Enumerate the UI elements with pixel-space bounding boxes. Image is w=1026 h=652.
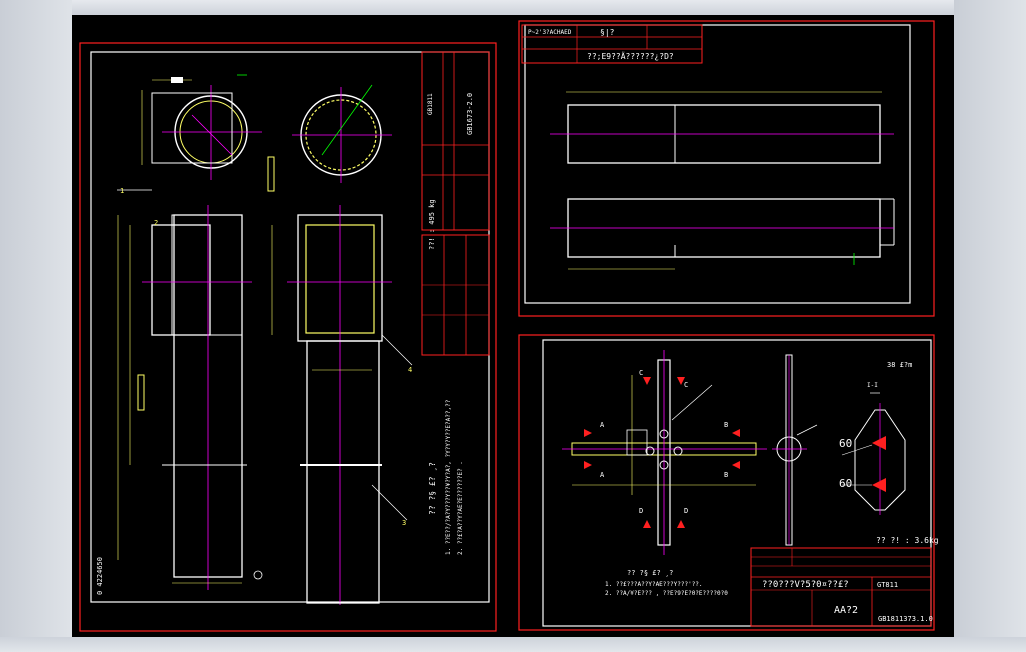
window-bottom-chrome (0, 637, 1026, 652)
duct-body (117, 189, 263, 590)
weld-section: I-I 60 60 (839, 382, 906, 515)
top-right-name-row: ??;E9??Ä??????¿?D? (587, 51, 674, 61)
part-label-1: 1 (120, 187, 124, 195)
bottom-scale-label: 38 £?m (887, 361, 912, 369)
top-right-title-cell: P~2'3?ACHAED (528, 29, 572, 36)
part-label-2: 2 (154, 219, 158, 227)
top-right-scale-cell: §|? (600, 28, 615, 37)
left-bottom-code: 0 4224650 (96, 557, 104, 595)
top-right-border (524, 24, 911, 304)
left-note-1: 1. ??E??/?A?Y???Y??¥?Y?A?, ?Y?Y?Y??E?A??… (445, 399, 452, 555)
cross-bracket-view (562, 350, 767, 555)
view-label-d-bottom: D (639, 507, 643, 515)
left-sheet-border (90, 51, 490, 603)
bottom-note-1: 1. ??£???A??Y?AE???Y???'??. (605, 581, 703, 588)
bottom-title-row: ??0???V?5?0¤??£? (762, 580, 849, 590)
section-arrows (584, 377, 740, 528)
side-plate-view (772, 354, 818, 546)
left-weight-label: ??! : 495 kg (428, 199, 436, 250)
flange-view-right (292, 84, 392, 183)
weld-angle-bottom: 60 (839, 477, 852, 490)
top-right-frame (518, 20, 935, 317)
part-label-4: 4 (408, 366, 412, 374)
view-label-b-right-2: B (724, 471, 728, 479)
window-left-chrome (0, 0, 72, 652)
bottom-title-standard: GT811 (877, 581, 898, 589)
part-label-3: 3 (402, 519, 406, 527)
sheet-top-right: P~2'3?ACHAED §|? ??;E9??Ä??????¿?D? (518, 20, 935, 317)
sheet-bottom-right: A A B B C C D D I-I 60 60 38 £?m (518, 334, 939, 631)
left-note-2: 2. ??£?A??Y?AE?E??????E? . (457, 461, 464, 555)
sheet-left: ??! : 495 kg GB1673-2.0 GB1811 0 4224650… (79, 42, 497, 632)
pipe-top-view (550, 91, 894, 164)
view-label-a-left-2: A (600, 471, 605, 479)
view-label-d-bottom-2: D (684, 507, 688, 515)
bottom-title-code: GB1811373.1.0 (878, 615, 933, 623)
left-title-block (421, 51, 490, 356)
bottom-weight-label: ?? ?! : 3.6kg (876, 536, 939, 545)
bottom-right-frame (518, 334, 935, 631)
view-label-b-right: B (724, 421, 728, 429)
view-label-c-top: C (639, 369, 643, 377)
left-vertical-code: GB1673-2.0 (466, 93, 474, 135)
left-notes-title: ?? ?§ £? ¸? (428, 462, 437, 515)
flange-rect-view (271, 205, 413, 605)
cad-drawing-canvas[interactable]: ??! : 495 kg GB1673-2.0 GB1811 0 4224650… (72, 15, 954, 637)
weld-angle-top: 60 (839, 437, 852, 450)
bottom-title-block (750, 547, 932, 627)
bottom-right-border (542, 339, 932, 627)
view-label-a-left: A (600, 421, 605, 429)
pipe-side-view (550, 198, 895, 270)
window-top-chrome (0, 0, 1026, 15)
bottom-note-2: 2. ??A/¥?E??? , ??E?9?E?0?E????0?0 (605, 590, 728, 597)
bottom-notes-title: ?? ?§ £? ¸? (627, 569, 673, 577)
view-label-c-top-2: C (684, 381, 688, 389)
section-label: I-I (867, 382, 878, 389)
window-right-chrome (954, 0, 1026, 652)
left-sheet-frame (79, 42, 497, 632)
flange-view-left (141, 77, 262, 180)
bottom-title-name: AA?2 (834, 605, 858, 616)
left-vertical-standard: GB1811 (427, 93, 434, 115)
